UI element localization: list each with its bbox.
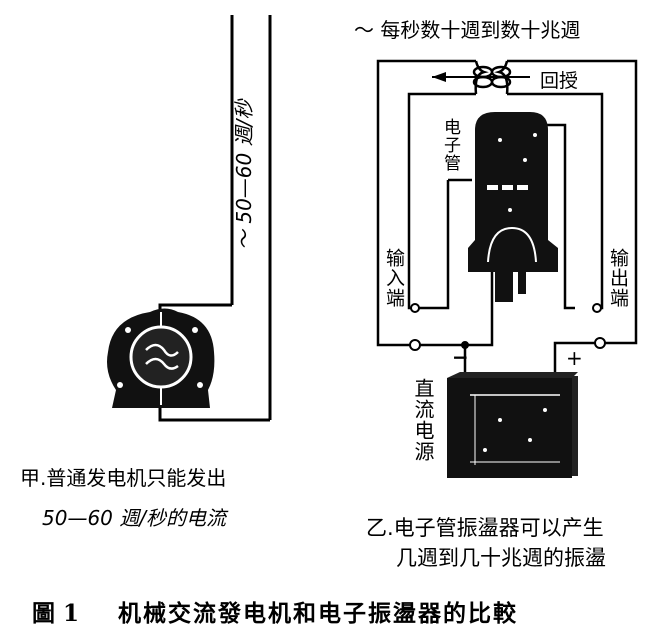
battery-icon <box>447 372 578 478</box>
right-caption-line2: 几週到几十兆週的振盪 <box>396 546 606 570</box>
positive-terminal-sign: + <box>566 346 583 370</box>
generator-frequency-label: ～ 50—60 週/秒 <box>232 99 256 250</box>
dc-power-label: 直流电源 <box>411 378 435 462</box>
left-caption-line1: 甲.普通发电机只能发出 <box>20 466 227 490</box>
input-terminal-label: 输入端 <box>383 248 405 308</box>
vacuum-tube-icon <box>468 112 558 302</box>
tube-label: 电子管 <box>440 118 460 172</box>
figure-caption: 机械交流發电机和电子振盪器的比較 <box>118 600 518 627</box>
left-caption-line2: 50—60 週/秒的电流 <box>42 506 226 530</box>
oscillator-frequency-label: ～ 每秒数十週到数十兆週 <box>354 18 581 42</box>
generator-icon <box>107 308 215 408</box>
feedback-label: 回授 <box>540 70 579 92</box>
right-caption-line1: 乙.电子管振盪器可以产生 <box>366 516 604 540</box>
oscillator-wiring <box>376 59 638 378</box>
negative-terminal-sign: − <box>452 345 469 369</box>
output-terminal-label: 输出端 <box>607 248 629 308</box>
terminal-dots <box>409 303 606 351</box>
arrow-left-icon <box>432 72 530 82</box>
figure-number: 圖 1 <box>32 600 80 627</box>
